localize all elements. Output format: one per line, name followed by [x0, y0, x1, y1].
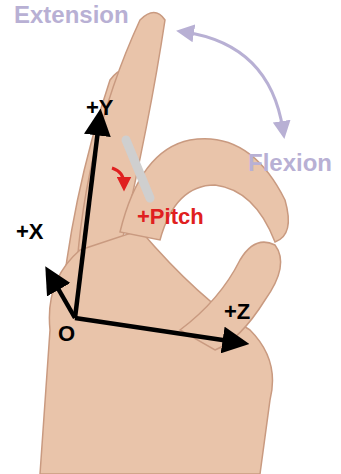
motion-label: Flexion	[248, 150, 332, 176]
origin-label: O	[58, 322, 75, 346]
motion-label: Extension	[14, 2, 129, 28]
motion-arrow	[185, 32, 283, 130]
finger-segment	[126, 140, 150, 198]
pitch-arrow	[112, 168, 124, 184]
hand	[40, 13, 288, 474]
axes	[52, 122, 236, 342]
axis-label: +Z	[224, 300, 250, 324]
rotation-label: +Pitch	[137, 205, 204, 229]
axis-label: +Y	[86, 96, 114, 120]
axis-label: +X	[16, 220, 44, 244]
